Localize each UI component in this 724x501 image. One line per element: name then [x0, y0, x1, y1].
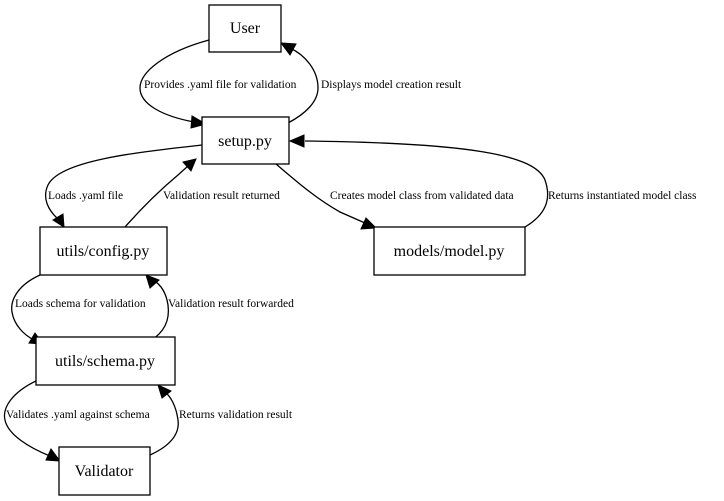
node-label-setup: setup.py: [218, 133, 272, 150]
edge-label-user-to-setup: Provides .yaml file for validation: [144, 79, 297, 91]
node-label-validator: Validator: [75, 463, 134, 480]
edge-label-config-to-schema: Loads schema for validation: [15, 298, 146, 310]
edge-label-config-to-setup: Validation result returned: [163, 190, 280, 202]
node-schema: utils/schema.py: [35, 336, 176, 386]
edge-user-to-setup: Provides .yaml file for validation: [139, 39, 297, 129]
node-label-model: models/model.py: [394, 243, 505, 260]
edge-schema-to-validator: Validates .yaml against schema: [3, 379, 150, 462]
node-label-config: utils/config.py: [57, 243, 150, 260]
node-config: utils/config.py: [39, 226, 168, 276]
edge-label-setup-to-model: Creates model class from validated data: [330, 190, 514, 202]
node-validator: Validator: [58, 446, 151, 496]
edge-label-validator-to-schema: Returns validation result: [179, 409, 293, 421]
edge-label-schema-to-validator: Validates .yaml against schema: [6, 409, 150, 421]
edge-validator-to-schema: Returns validation result: [149, 384, 293, 456]
edge-schema-to-config: Validation result forwarded: [145, 274, 294, 342]
edge-label-setup-to-user: Displays model creation result: [321, 79, 462, 91]
edge-config-to-setup: Validation result returned: [124, 158, 280, 228]
edge-config-to-schema: Loads schema for validation: [11, 274, 146, 345]
node-label-user: User: [230, 20, 261, 37]
edge-label-schema-to-config: Validation result forwarded: [168, 298, 294, 310]
node-setup: setup.py: [201, 116, 290, 165]
node-user: User: [208, 4, 282, 53]
node-model: models/model.py: [373, 226, 526, 276]
node-label-schema: utils/schema.py: [55, 353, 155, 370]
edge-setup-to-config: Loads .yaml file: [44, 144, 203, 228]
edge-label-setup-to-config: Loads .yaml file: [48, 190, 123, 202]
edge-setup-to-model: Creates model class from validated data: [275, 163, 514, 230]
edge-label-model-to-setup: Returns instantiated model class: [548, 190, 697, 202]
edge-model-to-setup: Returns instantiated model class: [288, 134, 697, 228]
edge-setup-to-user: Displays model creation result: [279, 42, 462, 124]
